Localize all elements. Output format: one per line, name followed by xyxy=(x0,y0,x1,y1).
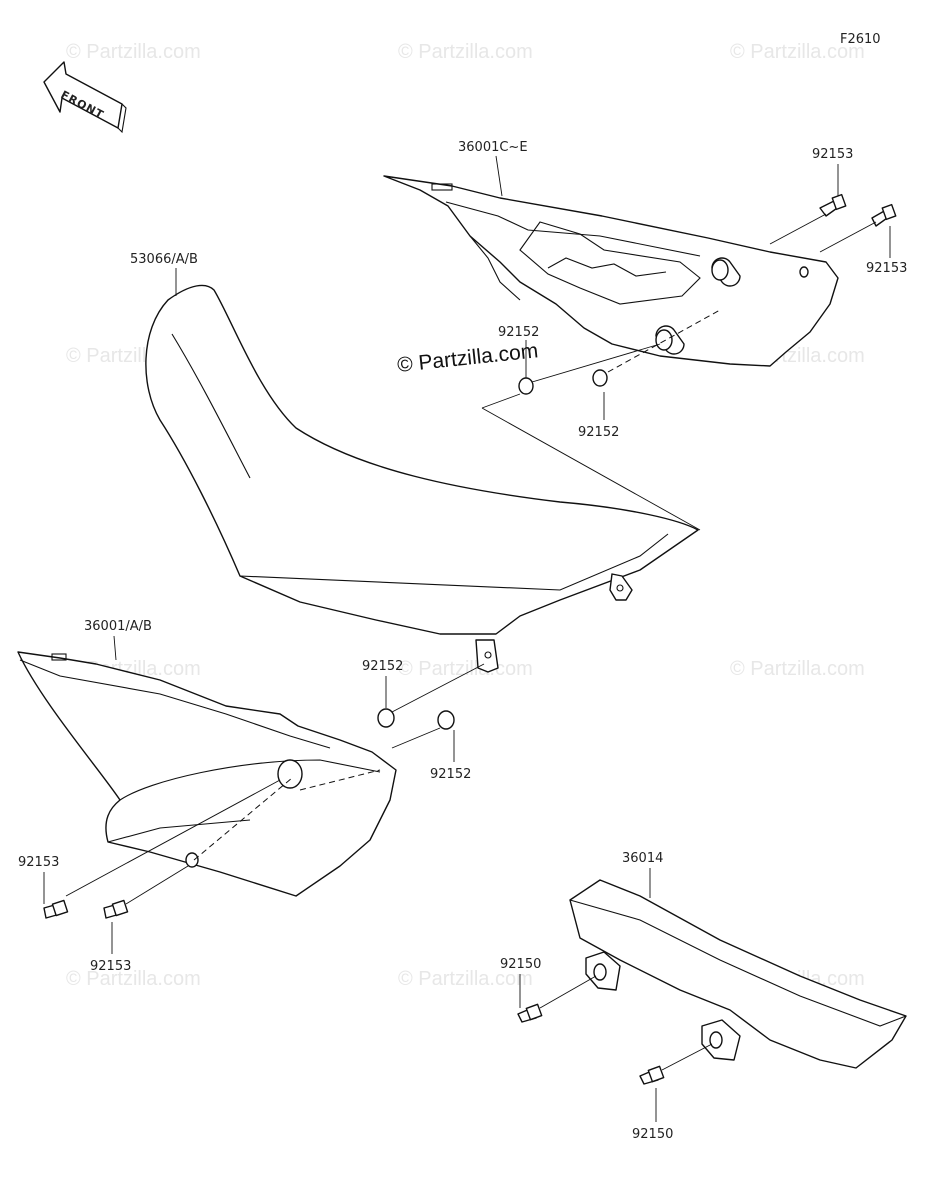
watermark-main: © Partzilla.com xyxy=(396,339,539,377)
bolt-icon xyxy=(43,899,69,919)
figure-code: F2610 xyxy=(840,32,881,47)
label-bolt: 92153 xyxy=(18,855,59,870)
rear-cover-part xyxy=(383,175,839,367)
bolt-icon xyxy=(517,1003,543,1023)
label-collar: 92152 xyxy=(430,767,471,782)
label-bolt: 92153 xyxy=(812,147,853,162)
label-collar: 92152 xyxy=(578,425,619,440)
watermark-text: © Partzilla.com xyxy=(730,41,865,63)
side-cover-part xyxy=(17,651,397,897)
label-collar: 92152 xyxy=(362,659,403,674)
seat-part xyxy=(145,284,699,673)
label-seat: 53066/A/B xyxy=(130,252,198,267)
bolt-icon xyxy=(819,193,847,217)
callout-labels: 36001C~E 92153 92153 53066/A/B 92152 921… xyxy=(18,140,907,1142)
watermark-text: © Partzilla.com xyxy=(398,41,533,63)
watermark-layer: © Partzilla.com © Partzilla.com © Partzi… xyxy=(66,41,865,990)
bolt-icon xyxy=(639,1065,665,1085)
bolt-icon xyxy=(103,899,129,919)
collar-icon xyxy=(377,708,395,728)
collar-icon xyxy=(592,369,608,387)
chain-guard-part xyxy=(569,879,907,1069)
label-bolt: 92153 xyxy=(90,959,131,974)
bolt-icon xyxy=(871,203,897,227)
label-collar: 92152 xyxy=(498,325,539,340)
front-arrow-icon: FRONT xyxy=(43,61,127,134)
label-chain-guard: 36014 xyxy=(622,851,663,866)
watermark-text: © Partzilla.com xyxy=(730,658,865,680)
label-bolt: 92153 xyxy=(866,261,907,276)
watermark-text: © Partzilla.com xyxy=(66,968,201,990)
collar-icon xyxy=(518,377,534,395)
watermark-text: © Partzilla.com xyxy=(66,41,201,63)
watermark-text: © Partzilla.com xyxy=(398,968,533,990)
watermark-text: © Partzilla.com xyxy=(398,658,533,680)
leader-lines xyxy=(43,155,891,1122)
label-rear-cover: 36001C~E xyxy=(458,140,528,155)
hardware-layer xyxy=(43,193,897,1085)
label-bolt: 92150 xyxy=(500,957,541,972)
label-side-cover: 36001/A/B xyxy=(84,619,152,634)
label-bolt: 92150 xyxy=(632,1127,673,1142)
collar-icon xyxy=(437,710,455,730)
